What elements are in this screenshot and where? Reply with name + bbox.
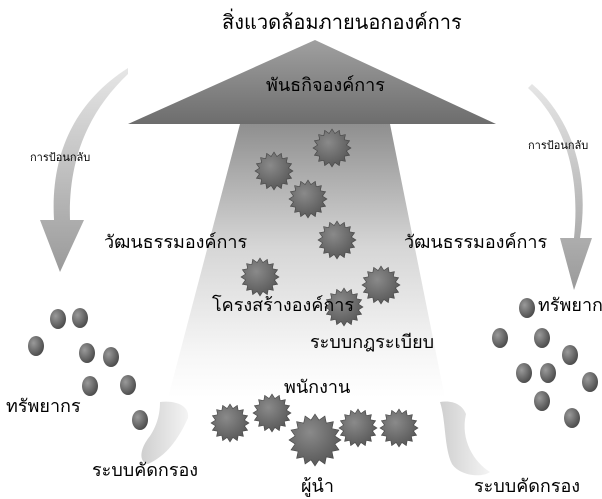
resource-dot (534, 391, 550, 411)
star-shape (253, 394, 291, 432)
resource-dot (534, 328, 550, 348)
resource-dot (103, 347, 119, 367)
star-shape (318, 221, 356, 259)
filter-shape-left (141, 402, 188, 464)
leader-label: ผู้นำ (301, 478, 334, 496)
culture-label-right: วัฒนธรรมองค์การ (404, 234, 547, 252)
filter-label-left: ระบบคัดกรอง (92, 462, 198, 480)
resource-dot (540, 363, 556, 383)
resource-dot (564, 408, 580, 428)
feedback-label-left: การป้อนกลับ (30, 152, 90, 163)
star-shape (339, 409, 377, 447)
star-shape (313, 129, 351, 167)
resource-dot (492, 328, 508, 348)
star-shape (362, 266, 400, 304)
resource-dot (82, 376, 98, 396)
filter-label-right: ระบบคัดกรอง (474, 478, 580, 496)
resource-dot (519, 298, 535, 318)
resource-dot (582, 372, 598, 392)
diagram-title: สิ่งแวดล้อมภายนอกองค์การ (222, 12, 462, 32)
resource-dot (120, 375, 136, 395)
arrow-shaft (168, 124, 445, 398)
resource-dot (132, 410, 148, 430)
resource-dot (50, 309, 66, 329)
resource-dot (72, 308, 88, 328)
resource-dot (79, 343, 95, 363)
resource-dot (28, 336, 44, 356)
mission-label: พันธกิจองค์การ (266, 77, 385, 95)
rules-label: ระบบกฎระเบียบ (310, 334, 434, 352)
star-shape (211, 404, 249, 442)
resource-dot (562, 345, 578, 365)
star-shape (380, 409, 418, 447)
resource-dot (516, 363, 532, 383)
feedback-label-right: การป้อนกลับ (528, 140, 588, 151)
star-shape (289, 180, 327, 218)
culture-label-left: วัฒนธรรมองค์การ (104, 234, 247, 252)
star-shape (241, 258, 279, 296)
star-shape (289, 414, 341, 466)
resources-label-right: ทรัพยากร (538, 297, 602, 315)
resources-label-left: ทรัพยากร (6, 398, 81, 416)
filter-shape-right (440, 402, 490, 476)
star-shape (255, 152, 293, 190)
structure-label: โครงสร้างองค์การ (212, 297, 354, 315)
employees-label: พนักงาน (284, 379, 350, 397)
feedback-arrow-right (528, 84, 592, 290)
